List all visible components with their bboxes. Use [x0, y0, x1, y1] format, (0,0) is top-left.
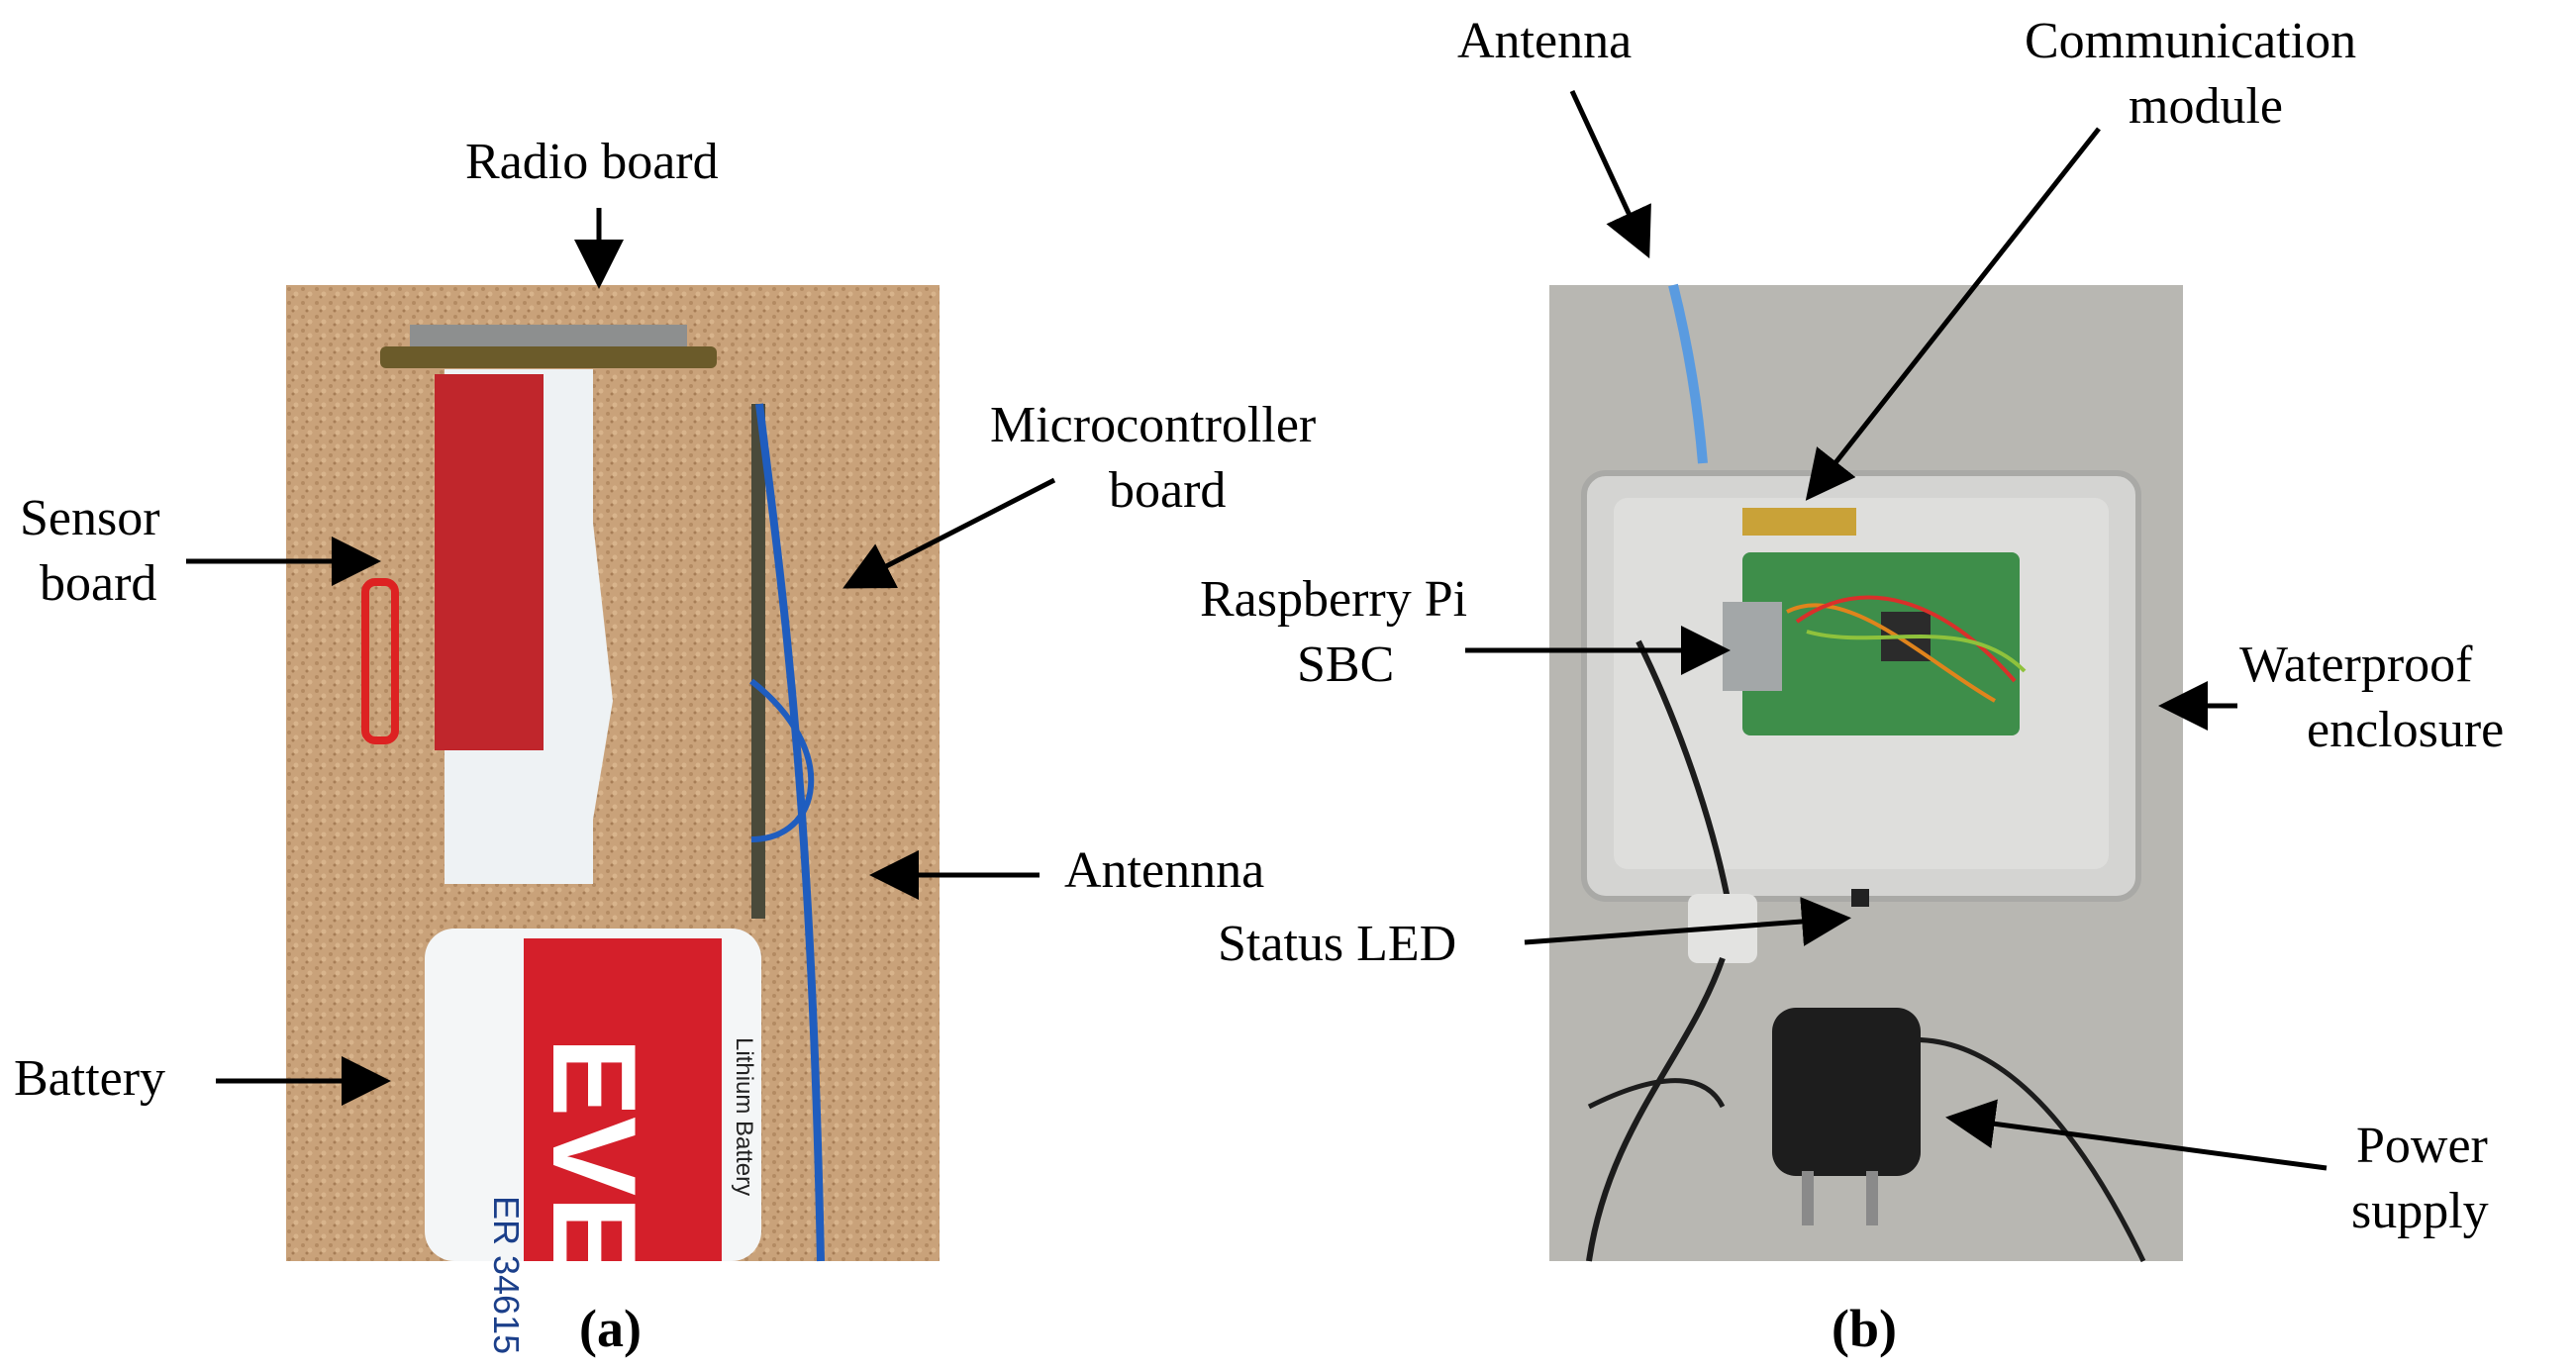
label-power-line1: Power	[2356, 1118, 2488, 1174]
arrow-communication-module	[1805, 127, 2101, 501]
panel-caption-a: (a)	[579, 1299, 642, 1358]
battery-model-text: ER 34615	[486, 1196, 527, 1354]
label-antenna-b: Antenna	[1457, 13, 1633, 69]
label-antenna-a: Antennna	[1064, 842, 1265, 899]
arrow-status-led	[1524, 897, 1851, 946]
label-communication-line2: module	[2129, 78, 2283, 135]
photo-sensor-node: ER 34615 EVE Lithium Battery	[286, 285, 940, 1354]
label-battery: Battery	[14, 1050, 166, 1107]
battery-brand-text: EVE	[528, 1037, 660, 1275]
label-status-led: Status LED	[1218, 916, 1457, 972]
label-raspberry-pi-line1: Raspberry Pi	[1200, 571, 1468, 628]
label-communication-line1: Communication	[2025, 13, 2357, 69]
label-waterproof-line1: Waterproof	[2239, 636, 2473, 693]
label-power-line2: supply	[2351, 1183, 2489, 1239]
arrow-microcontroller	[842, 477, 1056, 589]
battery-type-text: Lithium Battery	[731, 1037, 757, 1196]
label-waterproof-line2: enclosure	[2307, 702, 2505, 758]
label-microcontroller-line2: board	[1109, 462, 1227, 519]
label-radio-board: Radio board	[465, 134, 719, 190]
gateway-illustration	[1549, 283, 2183, 1263]
label-sensor-board-line1: Sensor	[20, 490, 160, 546]
photo-gateway	[1549, 283, 2183, 1263]
label-sensor-board-line2: board	[40, 555, 157, 612]
label-microcontroller-line1: Microcontroller	[990, 397, 1317, 453]
arrow-power-supply	[1945, 1099, 2328, 1171]
arrow-antenna-b	[1569, 89, 1651, 259]
panel-caption-b: (b)	[1832, 1299, 1897, 1358]
label-raspberry-pi-line2: SBC	[1297, 636, 1395, 693]
sensor-node-illustration: ER 34615 EVE Lithium Battery	[286, 285, 940, 1354]
